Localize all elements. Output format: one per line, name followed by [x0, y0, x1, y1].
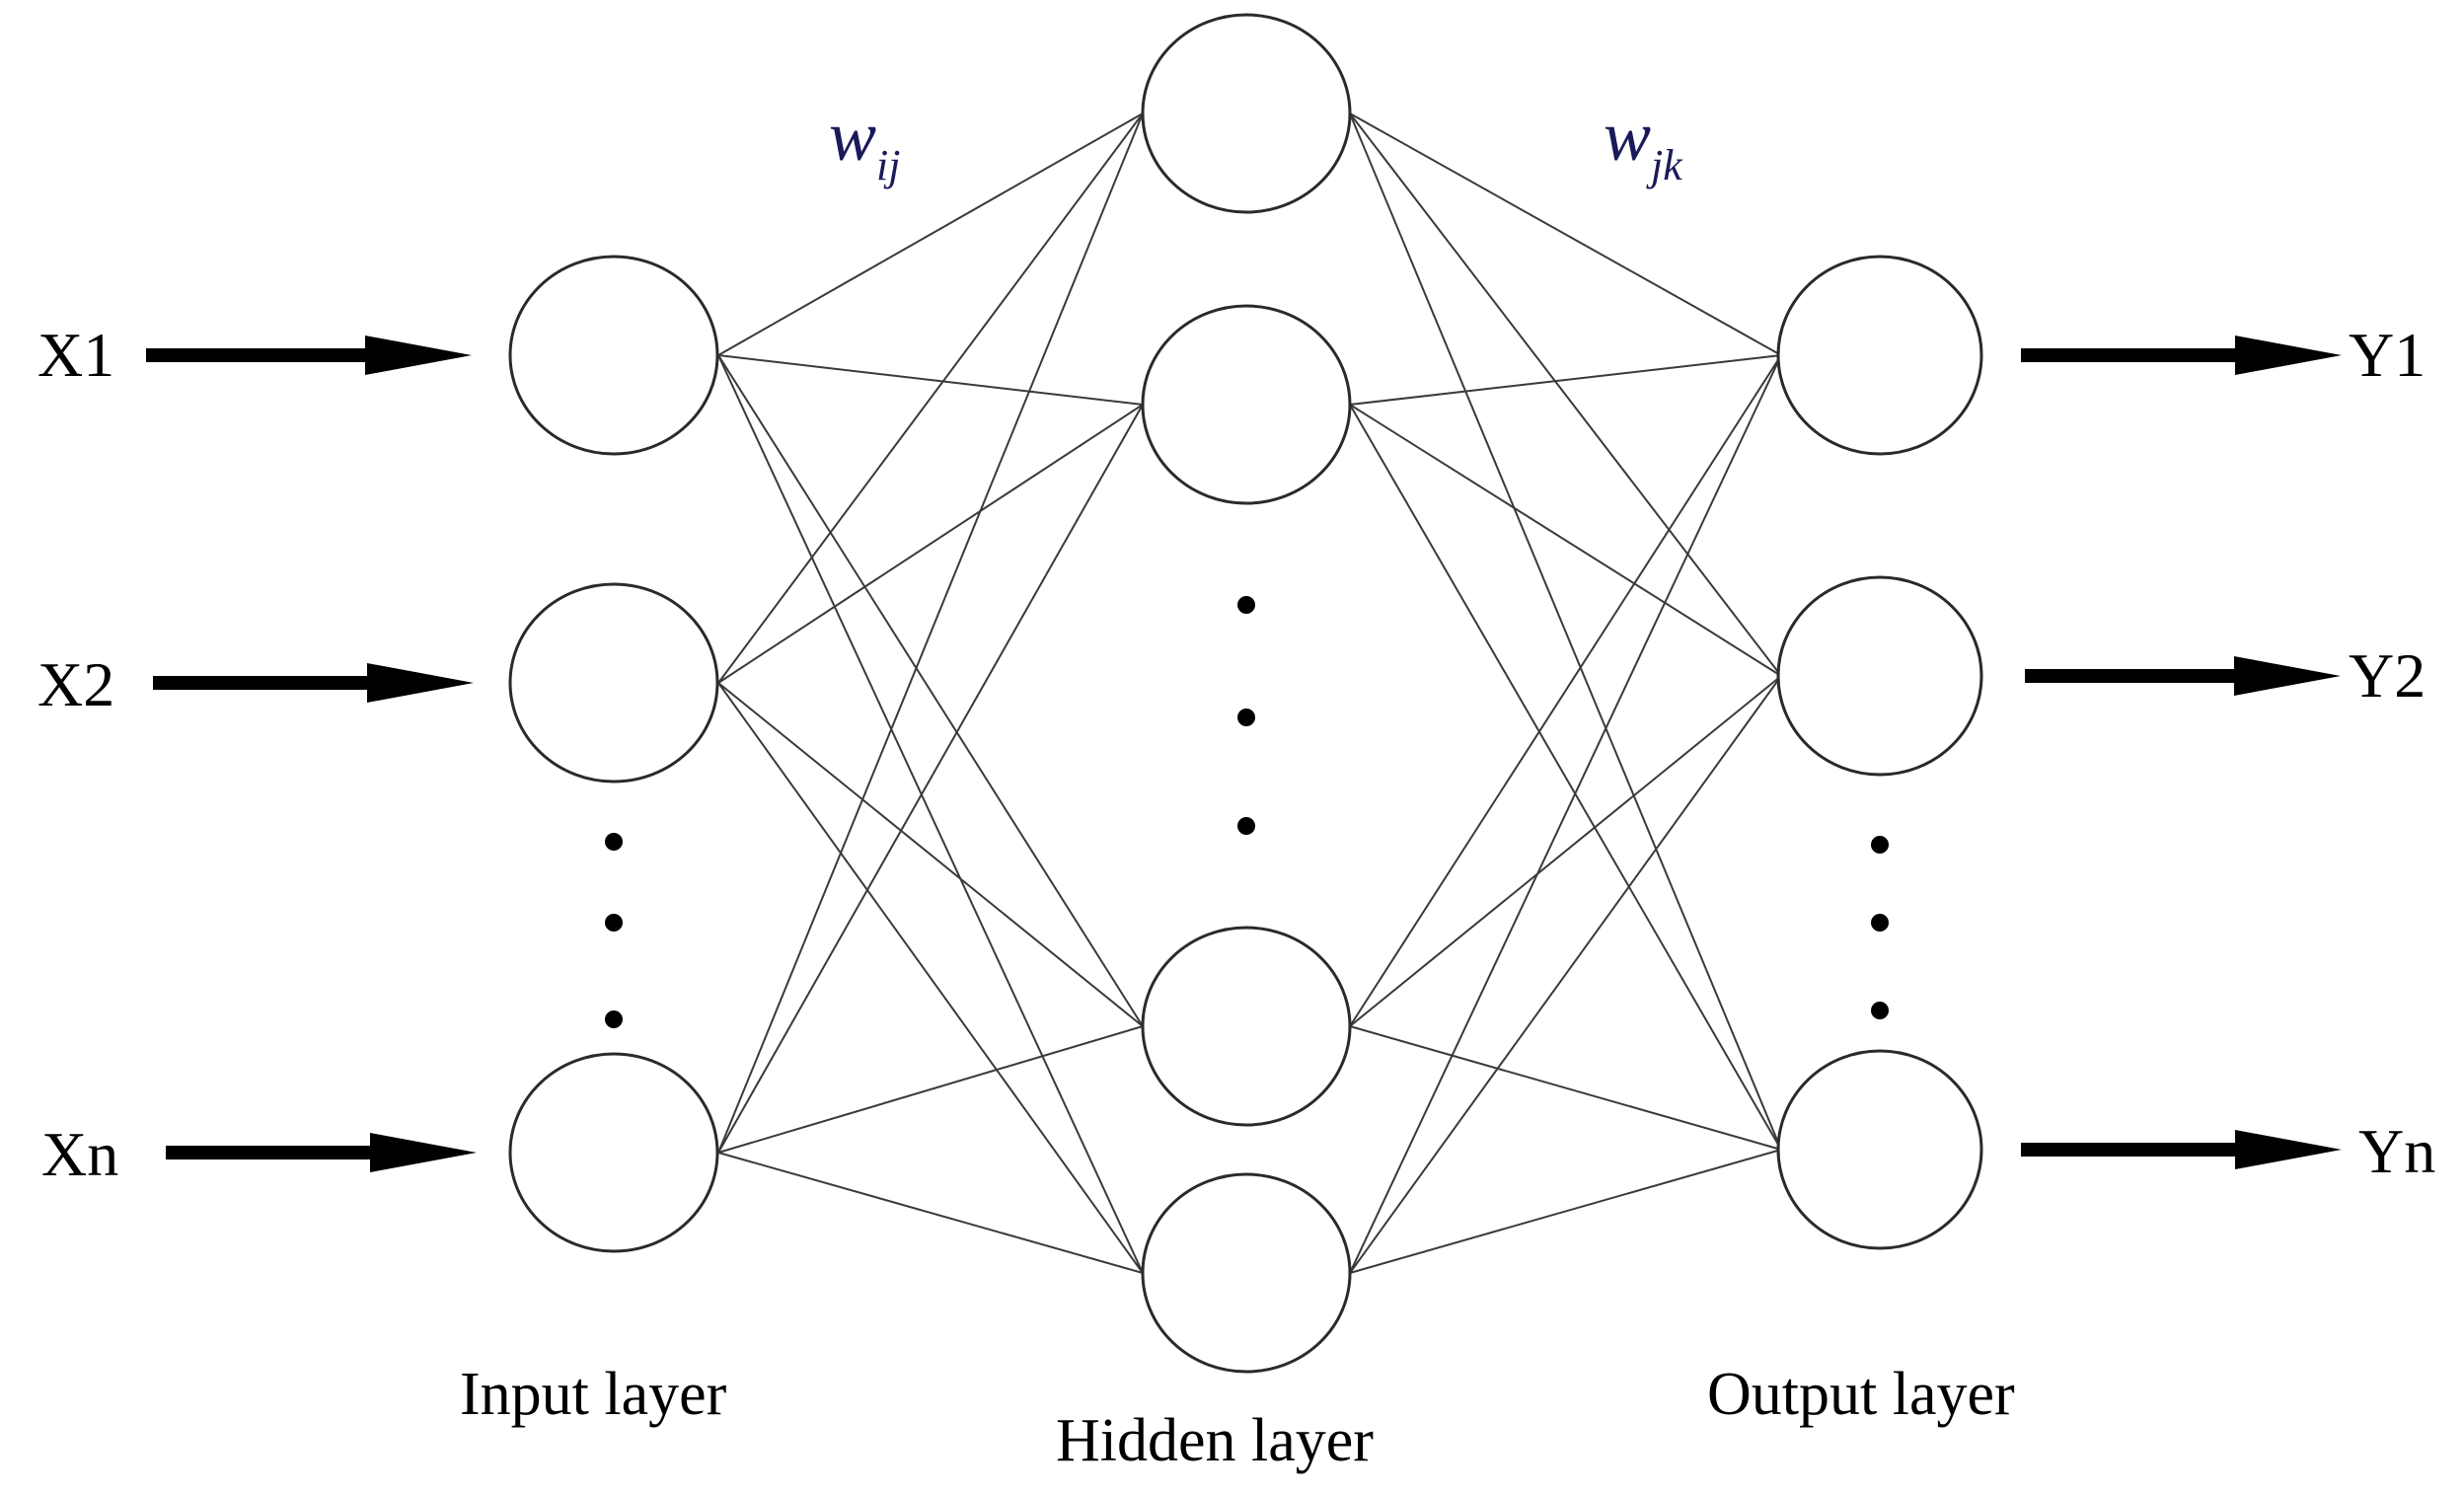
connection-edge [1349, 404, 1782, 677]
output-label-y2: Y2 [2349, 640, 2426, 710]
connection-edge [717, 404, 1144, 1154]
connection-edge [717, 682, 1144, 1274]
connection-edge [717, 112, 1144, 1154]
ellipsis-dot [1871, 1002, 1889, 1019]
output-arrow-1 [2021, 336, 2342, 375]
hidden-output-connections [1349, 112, 1782, 1274]
connection-edge [1349, 112, 1782, 677]
ellipsis-dot [605, 833, 623, 851]
connection-edge [1349, 675, 1782, 1274]
connection-edge [717, 404, 1144, 684]
connection-edge [717, 112, 1144, 684]
connection-edge [1349, 112, 1782, 1151]
connection-edge [1349, 354, 1782, 406]
connection-edge [717, 354, 1144, 1027]
output-arrow-n [2021, 1130, 2342, 1169]
hidden-node-2 [1141, 304, 1352, 505]
hidden-node-4 [1141, 1172, 1352, 1374]
layer-label-output: Output layer [1707, 1361, 2015, 1428]
connection-edge [1349, 354, 1782, 1027]
output-arrow-2 [2025, 656, 2341, 696]
ellipsis-dot [605, 914, 623, 932]
connection-edge [717, 112, 1144, 356]
connection-edge [1349, 1025, 1782, 1151]
layer-label-input: Input layer [460, 1361, 727, 1428]
ellipsis-dot [1871, 836, 1889, 854]
output-layer [1776, 255, 1983, 1250]
input-arrows [146, 336, 477, 1172]
hidden-layer [1141, 13, 1352, 1374]
hidden-node-1 [1141, 13, 1352, 214]
connection-edge [717, 354, 1144, 1274]
connection-edge [1349, 675, 1782, 1027]
output-node-1 [1776, 255, 1983, 456]
connection-edge [1349, 354, 1782, 1274]
weight-label-hidden-output: wjk [1604, 97, 1683, 189]
weight-label-input-hidden: wij [829, 97, 900, 189]
connection-edge [717, 354, 1144, 406]
connection-edge [717, 682, 1144, 1027]
output-node-2 [1776, 575, 1983, 777]
ellipsis-dot [1237, 817, 1255, 835]
output-label-y1: Y1 [2349, 320, 2426, 390]
input-arrow-n [166, 1133, 477, 1172]
output-node-n [1776, 1049, 1983, 1250]
ellipsis-dot [1237, 596, 1255, 614]
connection-edge [1349, 404, 1782, 1151]
connection-edge [717, 1025, 1144, 1154]
input-arrow-2 [153, 663, 474, 703]
layer-label-hidden: Hidden layer [1056, 1407, 1374, 1474]
input-label-x1: X1 [37, 320, 114, 390]
output-arrows [2021, 336, 2342, 1169]
connection-edge [1349, 112, 1782, 356]
connection-edge [1349, 1149, 1782, 1274]
ellipsis-dot [1237, 709, 1255, 726]
input-node-1 [508, 255, 719, 456]
hidden-node-3 [1141, 926, 1352, 1127]
input-node-n [508, 1052, 719, 1253]
connection-edge [717, 1152, 1144, 1274]
ellipsis-dot [605, 1010, 623, 1028]
input-label-xn: Xn [41, 1119, 118, 1189]
input-label-x2: X2 [37, 649, 114, 719]
ellipsis-dot [1871, 914, 1889, 932]
input-layer [508, 255, 719, 1253]
input-arrow-1 [146, 336, 472, 375]
output-label-yn: Yn [2358, 1116, 2435, 1186]
input-hidden-connections [717, 112, 1144, 1274]
input-node-2 [508, 582, 719, 784]
